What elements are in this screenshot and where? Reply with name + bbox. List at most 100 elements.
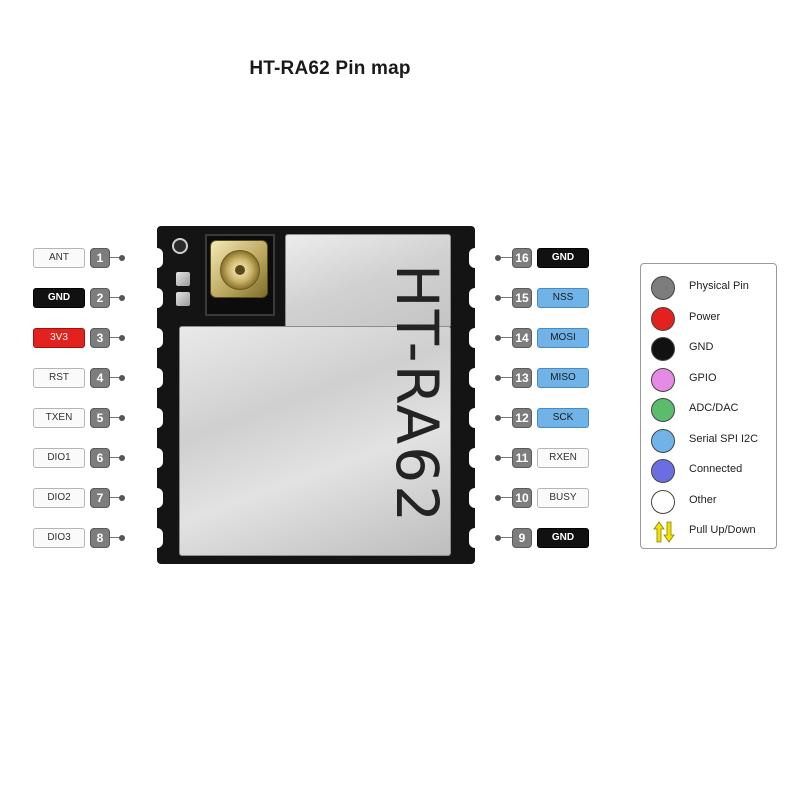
fiducial-mark [172,238,188,254]
pin-number: 2 [90,288,110,308]
pin-leader-line [110,537,122,538]
pin-leader-line [110,377,122,378]
legend-label: Pull Up/Down [689,524,756,536]
legend-item: Pull Up/Down [651,520,776,544]
pin-dot [119,415,125,421]
pin-number: 15 [512,288,532,308]
pin-number: 4 [90,368,110,388]
pin-number: 7 [90,488,110,508]
pin-dot [495,415,501,421]
legend-label: Power [689,310,721,323]
pin-label: GND [33,288,85,308]
castellated-pad [151,248,163,268]
pin-label: TXEN [33,408,85,428]
blue-circle-icon [651,428,675,453]
pin-leader-line [498,417,512,418]
white-circle-icon [651,489,675,514]
purple-circle-icon [651,459,675,483]
rf-module: HT-RA62 [151,226,481,564]
legend-label: Other [689,493,717,506]
pink-circle-icon [651,367,675,392]
page-title: HT-RA62 Pin map [249,58,411,79]
ufl-antenna-connector [210,240,268,298]
pin-label: RXEN [537,448,589,468]
pin-number: 14 [512,328,532,348]
pin-leader-line [110,257,122,258]
legend-item: GND [651,337,776,361]
pin-leader-line [110,497,122,498]
legend-label: Connected [689,463,743,475]
pin-number: 6 [90,448,110,468]
castellated-pad [469,368,481,388]
castellated-pad [151,528,163,548]
pin-number: 16 [512,248,532,268]
smd-pad [176,272,190,286]
pin-number: 10 [512,488,532,508]
pin-leader-line [110,297,122,298]
castellated-pad [151,328,163,348]
pin-label: DIO1 [33,448,85,468]
grey-circle-icon [651,276,675,300]
pin-label: GND [537,528,589,548]
pin-label: MOSI [537,328,589,348]
pin-label: ANT [33,248,85,268]
pin-dot [119,375,125,381]
smd-pad [176,292,190,306]
pin-leader-line [498,457,512,458]
connector-core [235,265,245,275]
pin-dot [119,535,125,541]
pin-label: MISO [537,368,589,388]
black-circle-icon [651,337,675,361]
pin-label: RST [33,368,85,388]
legend-item: GPIO [651,367,776,392]
pin-dot [119,495,125,501]
pin-label: DIO3 [33,528,85,548]
pin-dot [495,535,501,541]
castellated-pad [469,288,481,308]
legend-label: GND [689,341,714,353]
pin-dot [495,375,501,381]
legend-item: Connected [651,459,776,483]
module-label: HT-RA62 [380,264,454,524]
pin-number: 5 [90,408,110,428]
pin-number: 3 [90,328,110,348]
castellated-pad [151,488,163,508]
castellated-pad [151,448,163,468]
legend-label: Physical Pin [689,280,749,292]
pin-label: BUSY [537,488,589,508]
castellated-pad [151,408,163,428]
pin-label: SCK [537,408,589,428]
pin-dot [119,455,125,461]
legend-item: Other [651,489,776,514]
castellated-pad [469,328,481,348]
pin-dot [495,495,501,501]
pin-dot [495,255,501,261]
castellated-pad [151,368,163,388]
pin-label: NSS [537,288,589,308]
pin-leader-line [498,537,512,538]
legend-label: GPIO [689,371,717,384]
pin-label: 3V3 [33,328,85,348]
legend-item: ADC/DAC [651,398,776,422]
pin-leader-line [498,297,512,298]
legend-label: Serial SPI I2C [689,432,759,445]
pin-leader-line [498,337,512,338]
green-circle-icon [651,398,675,422]
legend-item: Power [651,306,776,331]
pin-leader-line [110,337,122,338]
castellated-pad [469,448,481,468]
pin-dot [119,295,125,301]
up-down-arrows-icon [653,521,675,543]
castellated-pad [469,528,481,548]
